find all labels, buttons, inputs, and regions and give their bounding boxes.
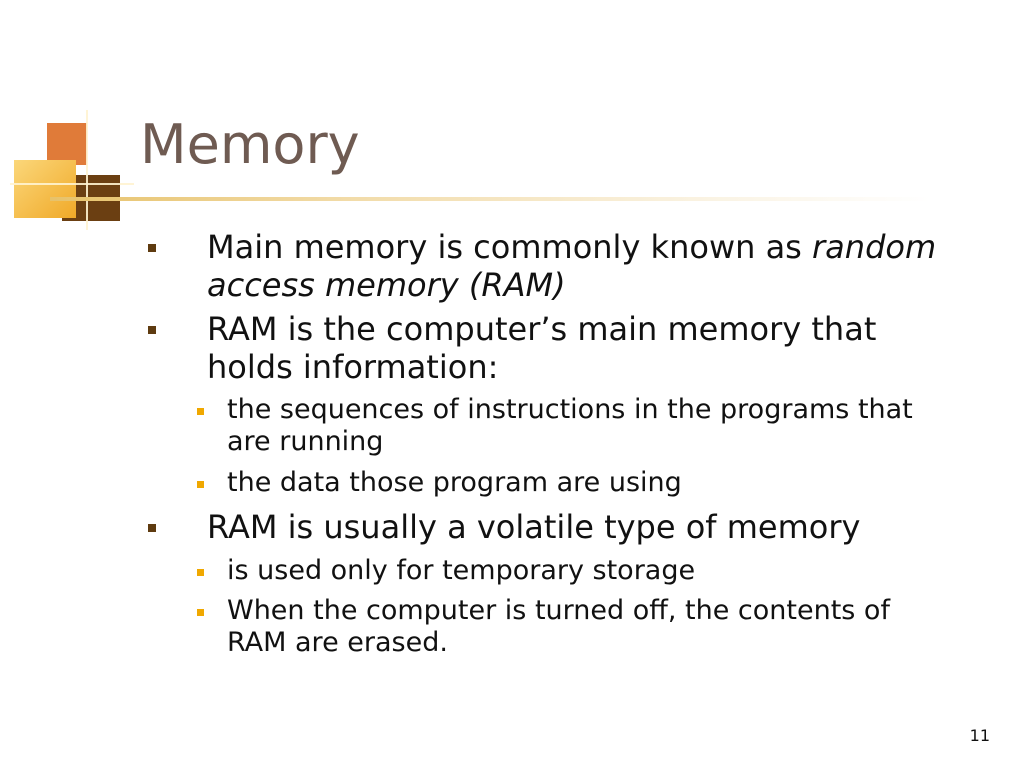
sub-bullet-text: is used only for temporary storage — [227, 555, 1002, 587]
bullet-text: RAM is the computer’s main memory that h… — [207, 310, 997, 386]
bullet-text: RAM is usually a volatile type of memory — [207, 508, 997, 546]
bullet-marker — [148, 326, 156, 334]
title-decoration — [10, 110, 134, 230]
sub-bullet-line-2: RAM are erased. — [227, 627, 448, 658]
bullet-marker — [148, 244, 156, 252]
sub-bullet-text: the data those program are using — [227, 467, 1002, 499]
bullet-marker — [148, 524, 156, 532]
bullet-text-plain: Main memory is commonly known as — [207, 228, 813, 266]
sub-bullet-text: the sequences of instructions in the pro… — [227, 394, 1002, 458]
page-number: 11 — [969, 726, 990, 745]
slide-title: Memory — [140, 113, 360, 176]
deco-line-vertical — [86, 110, 88, 230]
sub-bullet-line-1: the data those program are using — [227, 467, 682, 498]
bullet-line-1: RAM is the computer’s main memory that — [207, 310, 877, 348]
title-underline — [50, 197, 930, 201]
sub-bullet-marker — [197, 609, 204, 616]
deco-square-gold — [14, 160, 76, 218]
sub-bullet-line-1: is used only for temporary storage — [227, 555, 696, 586]
sub-bullet-line-1: the sequences of instructions in the pro… — [227, 394, 913, 425]
sub-bullet-marker — [197, 408, 204, 415]
sub-bullet-line-2: are running — [227, 426, 384, 457]
sub-bullet-marker — [197, 569, 204, 576]
deco-square-orange — [47, 123, 87, 165]
sub-bullet-marker — [197, 481, 204, 488]
bullet-line-1: RAM is usually a volatile type of memory — [207, 508, 861, 546]
sub-bullet-text: When the computer is turned off, the con… — [227, 595, 1002, 659]
bullet-line-2: holds information: — [207, 348, 499, 386]
sub-bullet-line-1: When the computer is turned off, the con… — [227, 595, 890, 626]
bullet-text-emphasis-2: access memory (RAM) — [207, 266, 566, 304]
bullet-text: Main memory is commonly known as random … — [207, 228, 997, 304]
bullet-text-emphasis-1: random — [812, 228, 937, 266]
deco-line-horizontal — [10, 183, 134, 185]
